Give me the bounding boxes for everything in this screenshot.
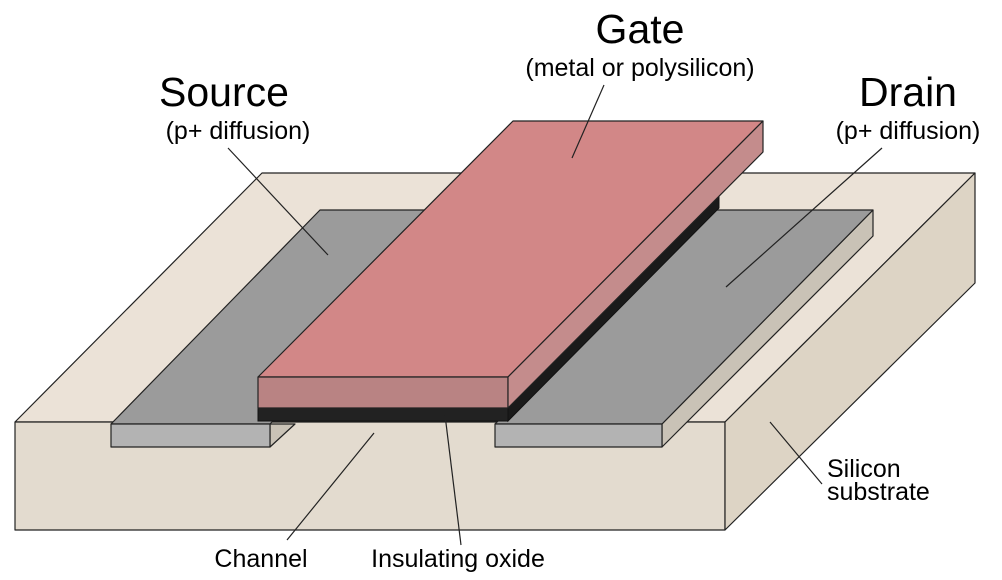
source-title: Source xyxy=(159,69,289,115)
channel-label: Channel xyxy=(214,545,307,573)
channel-leader-line xyxy=(286,432,375,541)
source-front-face xyxy=(110,423,271,448)
gate xyxy=(257,120,764,409)
labels: Gate (metal or polysilicon) Source (p+ d… xyxy=(159,6,980,573)
substrate-label-line1: Silicon xyxy=(827,455,901,483)
leader-lines xyxy=(227,84,883,546)
gate-side-face xyxy=(507,120,764,409)
oxide-label: Insulating oxide xyxy=(371,545,545,573)
drain-front-face xyxy=(494,423,663,448)
gate-title: Gate xyxy=(596,6,685,52)
drain-subtitle: (p+ diffusion) xyxy=(836,117,981,145)
oxide-front-face xyxy=(257,407,509,422)
substrate-label-line2: substrate xyxy=(827,478,930,506)
oxide-leader-line xyxy=(444,414,462,546)
gate-front-face xyxy=(257,376,509,409)
gate-leader-line xyxy=(571,84,605,159)
substrate-leader-line xyxy=(769,421,823,485)
substrate-side-face xyxy=(724,172,976,531)
drain-leader-line xyxy=(725,147,883,288)
source-leader-line xyxy=(227,147,329,256)
source-subtitle: (p+ diffusion) xyxy=(166,117,311,145)
drain-title: Drain xyxy=(859,69,957,115)
gate-subtitle: (metal or polysilicon) xyxy=(525,54,754,82)
